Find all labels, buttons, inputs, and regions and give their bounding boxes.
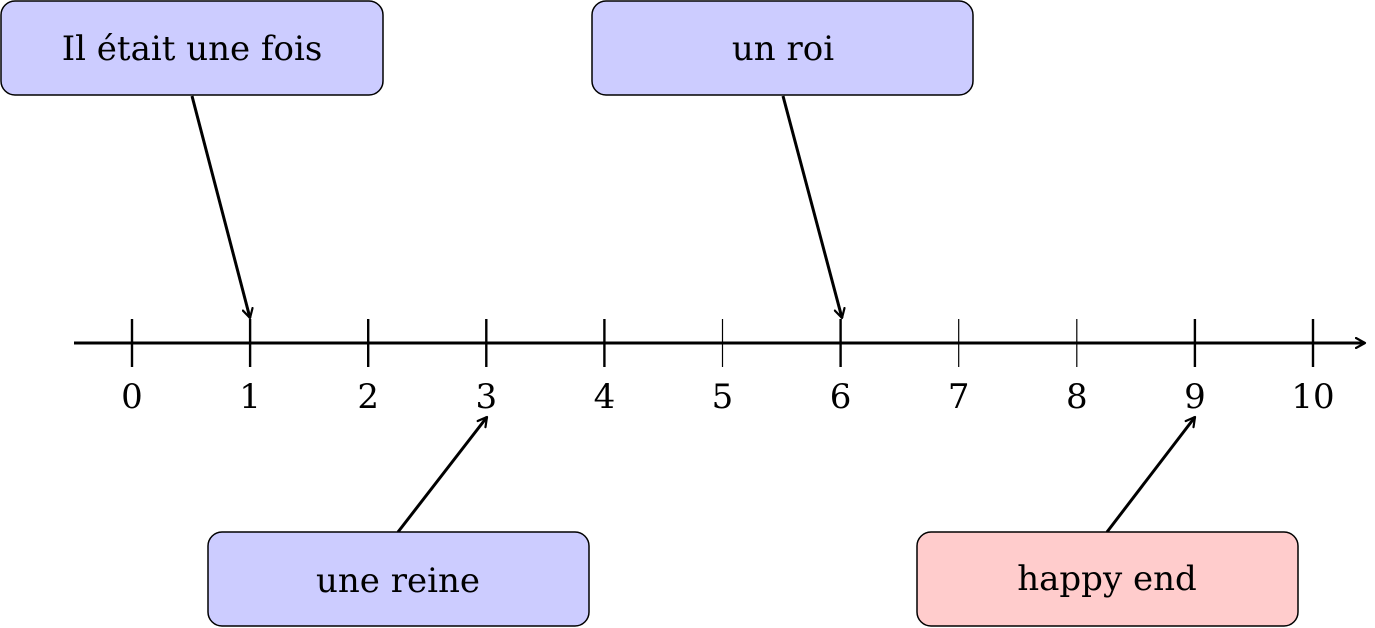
connector-une-reine <box>396 417 489 533</box>
event-label: happy end <box>1017 559 1197 599</box>
axis-tick-label-0: 0 <box>121 377 143 417</box>
axis-tick-label-9: 9 <box>1184 377 1206 417</box>
axis-tick-label-5: 5 <box>712 377 734 417</box>
event-connectors <box>190 95 1197 533</box>
event-box-background <box>0 0 384 96</box>
event-label: un roi <box>732 29 834 69</box>
connector-il-etait-une-fois <box>190 95 250 318</box>
event-box-il-etait-une-fois: Il était une fois <box>0 0 384 96</box>
connector-happy-end <box>1105 417 1197 533</box>
event-box-background <box>916 531 1299 627</box>
event-box-une-reine: une reine <box>207 531 590 627</box>
event-box-happy-end: happy end <box>916 531 1299 627</box>
axis-tick-label-4: 4 <box>594 377 616 417</box>
axis-ticks <box>130 319 1315 367</box>
axis-tick-label-10: 10 <box>1291 377 1334 417</box>
axis-tick-label-6: 6 <box>830 377 852 417</box>
axis-tick-label-1: 1 <box>239 377 261 417</box>
event-box-background <box>591 0 974 96</box>
event-box-un-roi: un roi <box>591 0 974 96</box>
axis-tick-labels: 0 1 2 3 4 5 6 7 8 9 10 <box>121 377 1334 417</box>
axis-tick-label-7: 7 <box>948 377 970 417</box>
event-label: une reine <box>316 561 480 601</box>
axis-tick-label-3: 3 <box>475 377 497 417</box>
axis-tick-label-8: 8 <box>1066 377 1088 417</box>
axis-tick-label-2: 2 <box>357 377 379 417</box>
event-label: Il était une fois <box>62 29 323 69</box>
event-box-background <box>207 531 590 627</box>
connector-un-roi <box>781 95 842 318</box>
